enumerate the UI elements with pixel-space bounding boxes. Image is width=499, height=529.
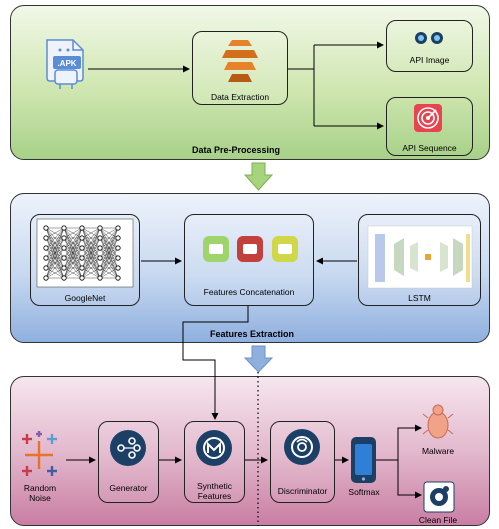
clean-file-icon	[423, 481, 455, 513]
network-node	[61, 265, 67, 271]
network-node	[43, 275, 49, 281]
feature-red-icon	[237, 236, 263, 262]
googlenet-label: GoogleNet	[64, 293, 106, 303]
malware-label: Malware	[421, 446, 455, 456]
network-node	[97, 265, 103, 271]
api-image-icon	[415, 32, 443, 44]
apk-android-icon: .APK	[46, 39, 84, 89]
api-sequence-icon	[414, 104, 442, 132]
network-node	[61, 225, 67, 231]
network-node	[97, 245, 103, 251]
network-node	[97, 275, 103, 281]
synthetic-line1-label: Synthetic	[197, 481, 232, 491]
network-node	[79, 265, 85, 271]
feature-yellow-icon	[272, 236, 298, 262]
api-sequence-label: API Sequence	[402, 143, 457, 153]
gan-classification-panel	[10, 376, 490, 526]
synthetic-line2-label: Features	[197, 491, 232, 501]
network-node	[79, 225, 85, 231]
network-node	[115, 275, 121, 281]
down-arrow-blue-icon	[243, 345, 274, 373]
network-node	[115, 235, 121, 241]
network-node	[43, 255, 49, 261]
generator-label: Generator	[109, 483, 148, 493]
network-node	[61, 235, 67, 241]
network-node	[97, 225, 103, 231]
data-extraction-icon	[222, 40, 258, 82]
network-node	[97, 235, 103, 241]
api-image-box: API Image	[386, 20, 473, 72]
generator-icon	[110, 430, 146, 466]
network-node	[43, 265, 49, 271]
softmax-icon	[351, 437, 376, 483]
malware-bug-icon	[422, 404, 454, 439]
api-image-label: API Image	[409, 55, 450, 65]
network-node	[115, 265, 121, 271]
neural-network-graph	[43, 225, 121, 281]
apk-badge-text: .APK	[57, 59, 76, 68]
network-node	[61, 245, 67, 251]
network-node	[79, 235, 85, 241]
network-node	[115, 245, 121, 251]
clean-file-label: Clean File	[418, 515, 458, 525]
network-node	[61, 255, 67, 261]
network-node	[43, 235, 49, 241]
features-concatenation-label: Features Concatenation	[203, 287, 295, 297]
network-node	[79, 245, 85, 251]
data-preprocessing-panel	[10, 5, 490, 160]
discriminator-icon	[284, 429, 320, 465]
random-noise-icon	[22, 431, 57, 476]
network-node	[79, 255, 85, 261]
network-node	[43, 225, 49, 231]
features-extraction-title: Features Extraction	[210, 329, 295, 339]
discriminator-label: Discriminator	[277, 486, 328, 496]
random-noise-line2: Noise	[29, 493, 51, 503]
network-node	[97, 255, 103, 261]
lstm-architecture-icon	[367, 225, 473, 289]
network-node	[115, 225, 121, 231]
synthetic-features-icon	[196, 430, 232, 466]
api-sequence-box: API Sequence	[386, 97, 473, 156]
network-node	[61, 275, 67, 281]
feature-green-icon	[203, 236, 229, 262]
softmax-label: Softmax	[348, 487, 380, 497]
data-extraction-label: Data Extraction	[210, 92, 270, 102]
random-noise-line1: Random	[23, 483, 57, 493]
network-node	[79, 275, 85, 281]
data-preprocessing-title: Data Pre-Processing	[192, 145, 281, 155]
lstm-label: LSTM	[408, 293, 431, 303]
network-node	[115, 255, 121, 261]
down-arrow-green-icon	[243, 162, 274, 191]
network-node	[43, 245, 49, 251]
